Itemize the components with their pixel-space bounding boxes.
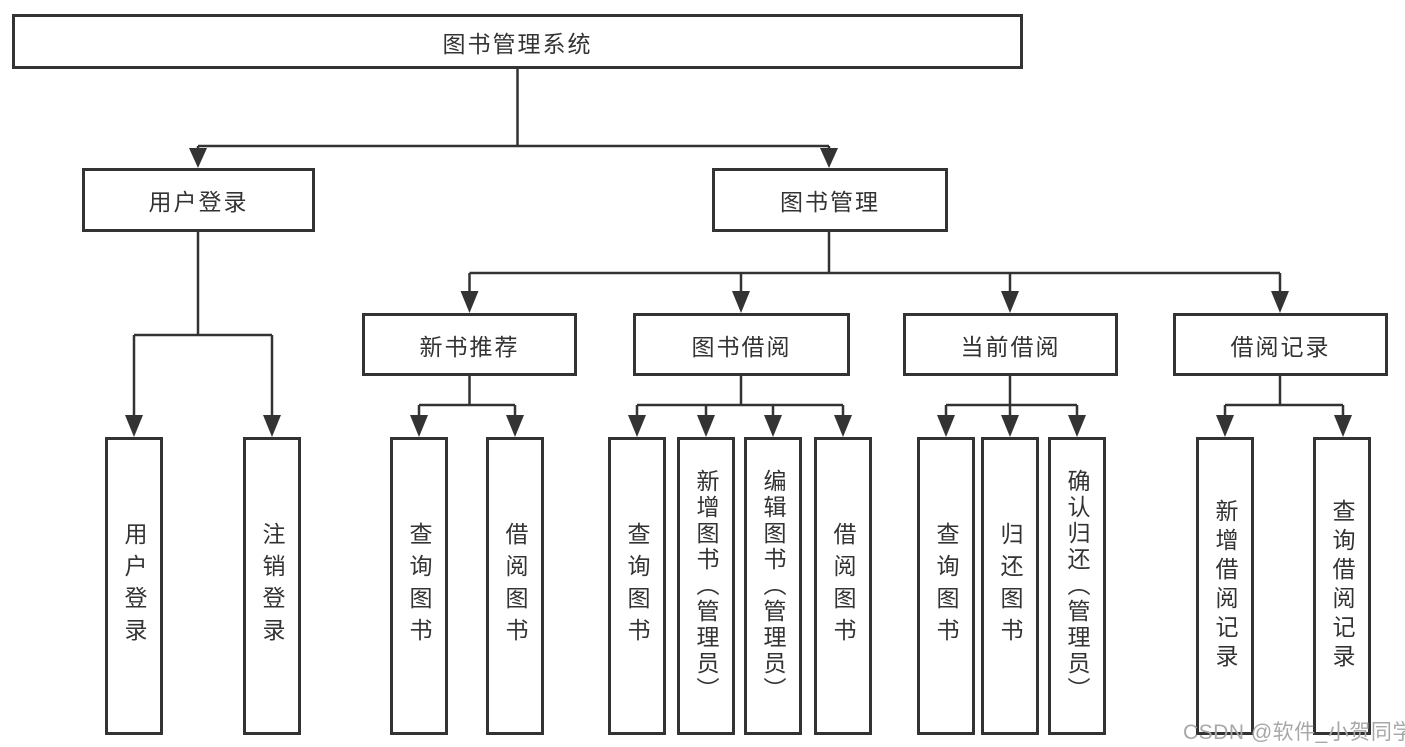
node-leaf-user-login: 用户登录	[105, 437, 163, 735]
node-leaf-query-books-1: 查询图书	[390, 437, 448, 735]
node-leaf-query-books-3: 查询图书	[917, 437, 975, 735]
node-book-management: 图书管理	[712, 168, 948, 232]
node-leaf-query-borrow-record: 查询借阅记录	[1313, 437, 1371, 735]
node-current-borrow: 当前借阅	[903, 313, 1118, 376]
node-leaf-add-books-admin: 新增图书（管理员）	[677, 437, 735, 735]
node-leaf-add-borrow-record: 新增借阅记录	[1196, 437, 1254, 735]
node-user-login: 用户登录	[82, 168, 315, 232]
node-leaf-query-books-2: 查询图书	[608, 437, 666, 735]
csdn-watermark: CSDN @软件_小贺同学	[1183, 721, 1405, 744]
node-leaf-borrow-books-1: 借阅图书	[486, 437, 544, 735]
node-book-borrow: 图书借阅	[633, 313, 850, 376]
node-leaf-confirm-return-admin: 确认归还（管理员）	[1048, 437, 1106, 735]
node-leaf-borrow-books-2: 借阅图书	[814, 437, 872, 735]
node-leaf-logout: 注销登录	[243, 437, 301, 735]
node-new-book-recommend: 新书推荐	[362, 313, 577, 376]
node-leaf-edit-books-admin: 编辑图书（管理员）	[744, 437, 802, 735]
node-leaf-return-books: 归还图书	[981, 437, 1039, 735]
node-borrow-records: 借阅记录	[1173, 313, 1388, 376]
node-library-system: 图书管理系统	[12, 14, 1023, 69]
